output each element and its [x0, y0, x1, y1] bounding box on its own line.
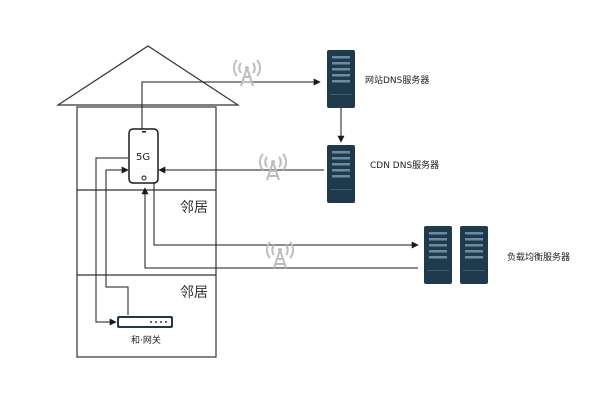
neighbor-upper-label: 邻居 [180, 200, 208, 216]
house-roof [55, 45, 241, 106]
phone-label: 5G [136, 152, 150, 163]
line-phone-to-gateway [95, 157, 128, 326]
line-load-balancer-to-phone [141, 187, 418, 269]
router-icon [117, 316, 173, 328]
line-gateway-to-phone [105, 166, 129, 315]
load-balancer-label: 负载均衡服务器 [507, 251, 570, 263]
load-balancer-server-icon [424, 226, 452, 284]
load-balancer-server-icon [460, 226, 488, 284]
line-phone-to-site-dns [141, 78, 321, 130]
neighbor-lower-label: 邻居 [180, 285, 208, 301]
radio-tower-icon [265, 241, 295, 269]
gateway-label: 和·网关 [131, 334, 161, 346]
cdn-dns-server-icon [327, 145, 355, 203]
house-body [76, 106, 217, 358]
radio-tower-icon [258, 153, 288, 181]
cdn-dns-label: CDN DNS服务器 [370, 159, 439, 171]
site-dns-label: 网站DNS服务器 [365, 74, 429, 86]
smartphone-icon [128, 128, 159, 184]
site-dns-server-icon [327, 50, 355, 108]
line-phone-to-load-balancer [153, 182, 419, 249]
